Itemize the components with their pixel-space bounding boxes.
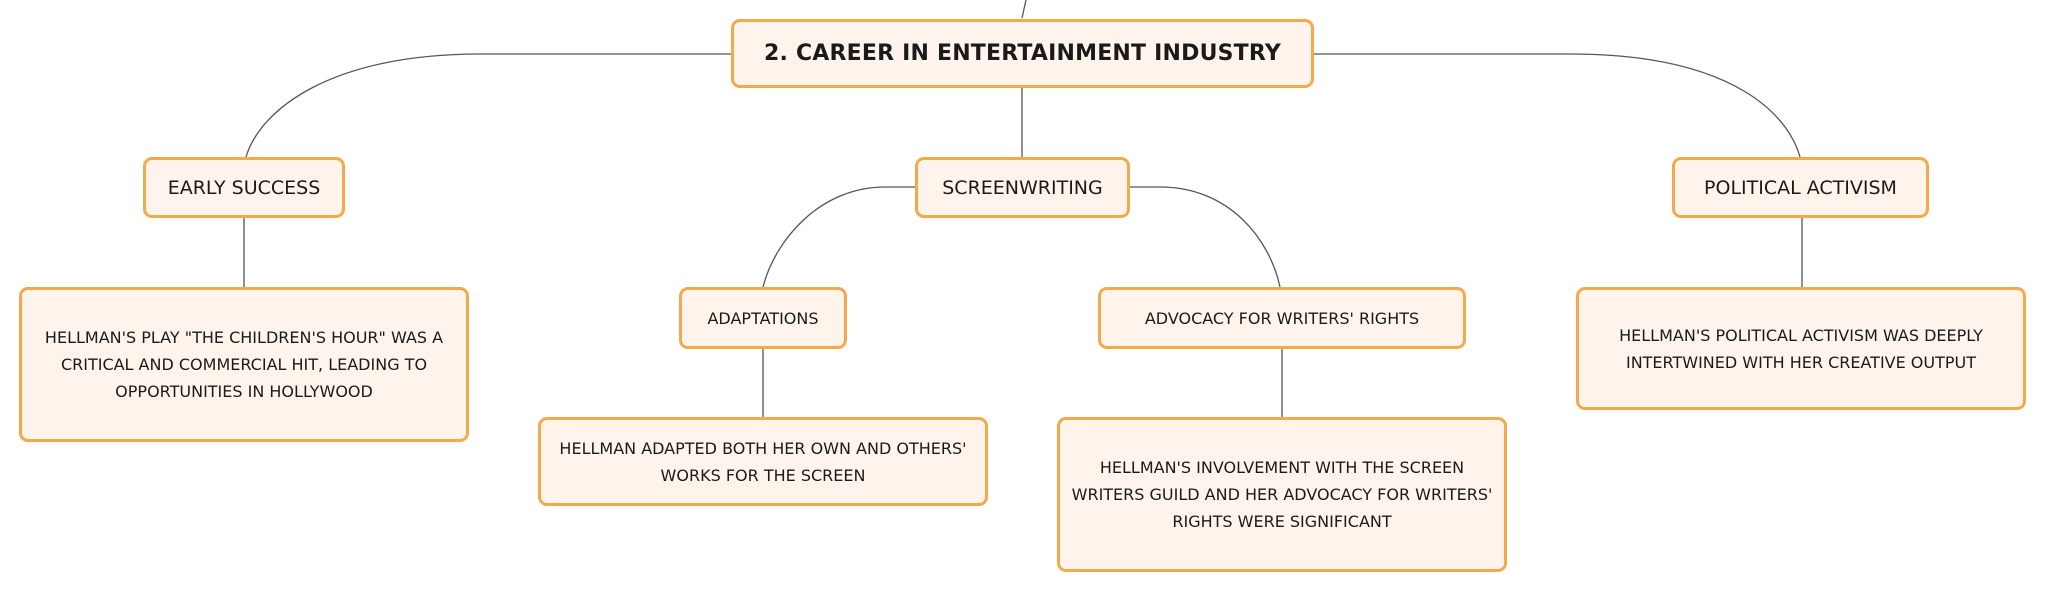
edge-screenwriting-to-advocacy — [1130, 186, 1281, 288]
node-adaptations-label: ADAPTATIONS — [707, 308, 819, 328]
node-screenwriting[interactable]: SCREENWRITING — [915, 157, 1130, 218]
leaf-adaptations-text: HELLMAN ADAPTED BOTH HER OWN AND OTHERS'… — [559, 438, 967, 485]
leaf-political-activism[interactable]: HELLMAN'S POLITICAL ACTIVISM WAS DEEPLY … — [1576, 287, 2026, 410]
node-political-activism-label: POLITICAL ACTIVISM — [1704, 176, 1897, 199]
node-screenwriting-label: SCREENWRITING — [942, 176, 1103, 199]
node-political-activism[interactable]: POLITICAL ACTIVISM — [1672, 157, 1929, 218]
node-early-success[interactable]: EARLY SUCCESS — [143, 157, 345, 218]
root-node-label: 2. CAREER IN ENTERTAINMENT INDUSTRY — [764, 41, 1281, 66]
edge-root-to-political-activism — [1314, 53, 1801, 158]
leaf-advocacy-writers-rights[interactable]: HELLMAN'S INVOLVEMENT WITH THE SCREEN WR… — [1057, 417, 1507, 572]
node-adaptations[interactable]: ADAPTATIONS — [679, 287, 847, 349]
edge-parent-to-root — [1021, 0, 1027, 19]
leaf-early-success[interactable]: HELLMAN'S PLAY "THE CHILDREN'S HOUR" WAS… — [19, 287, 469, 442]
root-node[interactable]: 2. CAREER IN ENTERTAINMENT INDUSTRY — [731, 19, 1314, 88]
leaf-advocacy-writers-rights-text: HELLMAN'S INVOLVEMENT WITH THE SCREEN WR… — [1071, 458, 1493, 531]
edge-screenwriting-to-adaptations — [762, 186, 915, 288]
leaf-adaptations[interactable]: HELLMAN ADAPTED BOTH HER OWN AND OTHERS'… — [538, 417, 988, 506]
leaf-political-activism-text: HELLMAN'S POLITICAL ACTIVISM WAS DEEPLY … — [1619, 325, 1983, 372]
node-early-success-label: EARLY SUCCESS — [167, 176, 321, 199]
node-advocacy-writers-rights[interactable]: ADVOCACY FOR WRITERS' RIGHTS — [1098, 287, 1466, 349]
leaf-early-success-text: HELLMAN'S PLAY "THE CHILDREN'S HOUR" WAS… — [44, 328, 444, 401]
edge-root-to-early-success — [245, 53, 731, 158]
node-advocacy-writers-rights-label: ADVOCACY FOR WRITERS' RIGHTS — [1144, 308, 1420, 328]
